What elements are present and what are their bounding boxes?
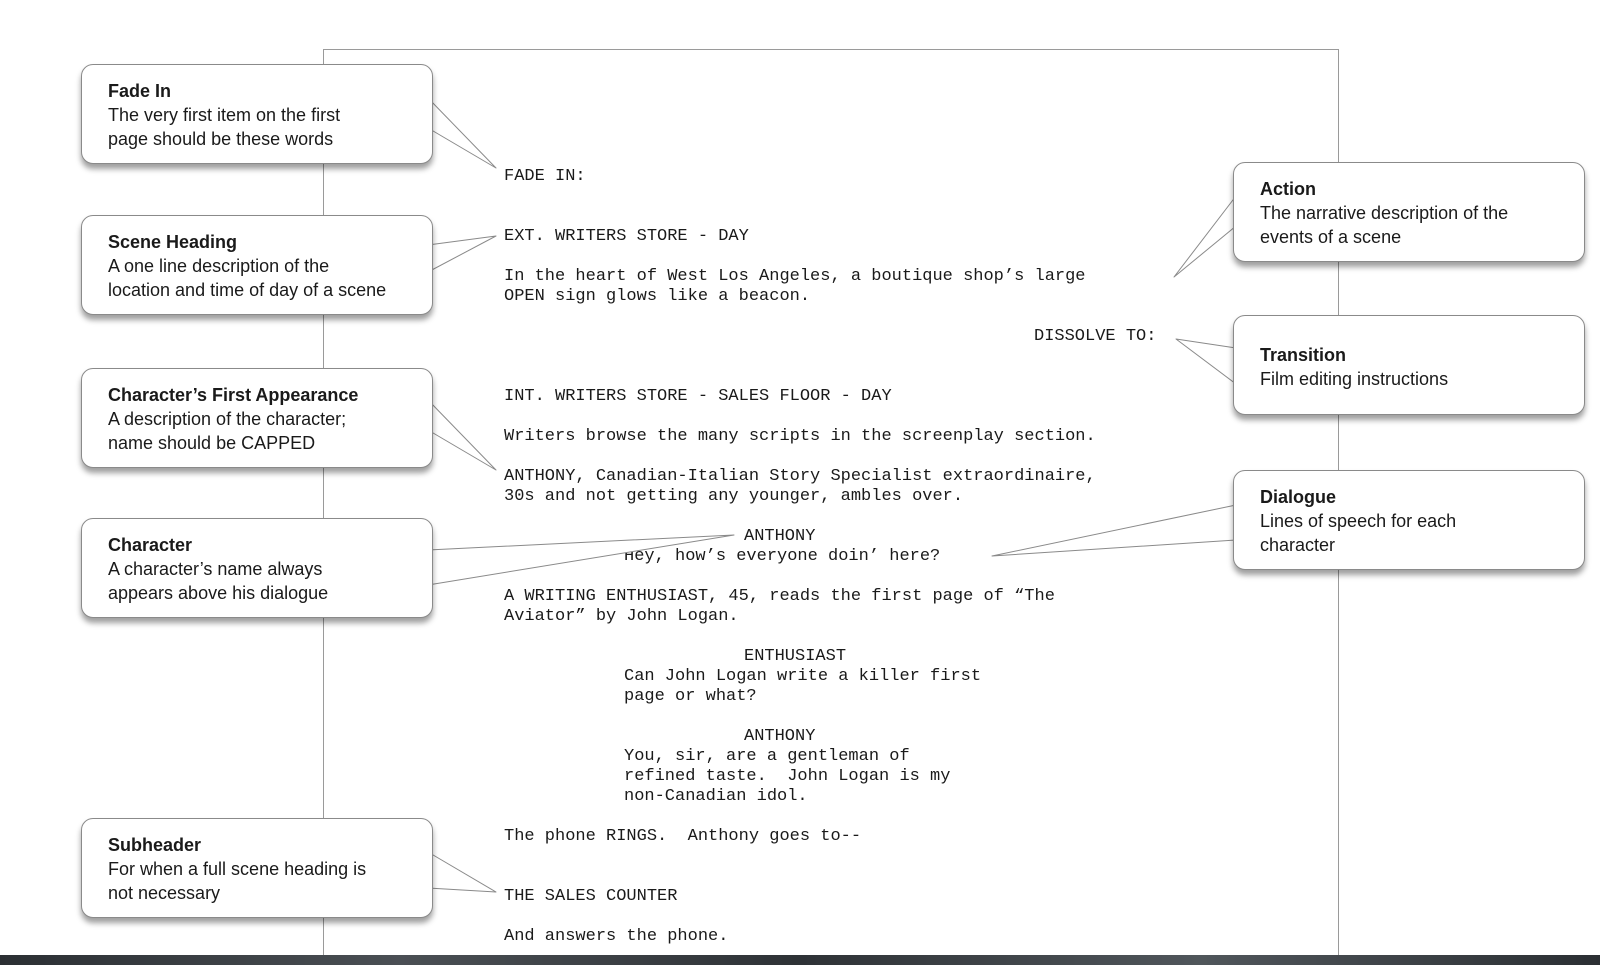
script-scene-heading: EXT. WRITERS STORE - DAY bbox=[504, 227, 749, 246]
script-dialogue-1: Hey, how’s everyone doin’ here? bbox=[624, 547, 941, 566]
callout-desc-line: The narrative description of the bbox=[1260, 203, 1509, 223]
script-action-line-4: A WRITING ENTHUSIAST, 45, reads the firs… bbox=[504, 587, 1055, 606]
callout-title: Transition bbox=[1260, 345, 1347, 365]
callout-desc-line: location and time of day of a scene bbox=[108, 280, 387, 300]
callout-desc-line: Film editing instructions bbox=[1260, 369, 1449, 389]
script-dialogue-3b: refined taste. John Logan is my bbox=[624, 767, 951, 786]
callout-title: Character’s First Appearance bbox=[108, 385, 359, 405]
background-edge bbox=[0, 955, 1600, 965]
script-fade-in: FADE IN: bbox=[504, 167, 586, 186]
script-action-line-2: OPEN sign glows like a beacon. bbox=[504, 287, 811, 306]
callout-desc-line: A character’s name always bbox=[108, 559, 323, 579]
callout-dialogue: Dialogue Lines of speech for each charac… bbox=[1233, 470, 1585, 570]
pointer-fade-in bbox=[427, 97, 497, 169]
screenplay-page bbox=[323, 49, 1339, 965]
callout-desc-line: A description of the character; bbox=[108, 409, 347, 429]
callout-subheader: Subheader For when a full scene heading … bbox=[81, 818, 433, 918]
pointer-subheader bbox=[427, 851, 497, 893]
callout-desc-line: not necessary bbox=[108, 883, 221, 903]
callout-character: Character A character’s name always appe… bbox=[81, 518, 433, 618]
script-scene-heading-2: INT. WRITERS STORE - SALES FLOOR - DAY bbox=[504, 387, 892, 406]
callout-action: Action The narrative description of the … bbox=[1233, 162, 1585, 262]
callout-title: Subheader bbox=[108, 835, 202, 855]
pointer-transition bbox=[1175, 338, 1237, 385]
script-action-line-6: The phone RINGS. Anthony goes to-- bbox=[504, 827, 862, 846]
callout-title: Character bbox=[108, 535, 193, 555]
callout-desc-line: name should be CAPPED bbox=[108, 433, 316, 453]
callout-desc-line: A one line description of the bbox=[108, 256, 330, 276]
callout-desc-line: events of a scene bbox=[1260, 227, 1402, 247]
callout-title: Fade In bbox=[108, 81, 172, 101]
script-dialogue-3a: You, sir, are a gentleman of bbox=[624, 747, 910, 766]
callout-title: Dialogue bbox=[1260, 487, 1337, 507]
callout-title: Scene Heading bbox=[108, 232, 238, 252]
script-first-appearance-line-2: 30s and not getting any younger, ambles … bbox=[504, 487, 964, 506]
pointer-character bbox=[427, 534, 735, 586]
script-first-appearance-line-1: ANTHONY, Canadian-Italian Story Speciali… bbox=[504, 467, 1096, 486]
callout-desc-line: For when a full scene heading is bbox=[108, 859, 367, 879]
script-action-line-1: In the heart of West Los Angeles, a bout… bbox=[504, 267, 1086, 286]
callout-desc-line: Lines of speech for each bbox=[1260, 511, 1457, 531]
callout-first-appearance: Character’s First Appearance A descripti… bbox=[81, 368, 433, 468]
script-character-enthusiast: ENTHUSIAST bbox=[744, 647, 847, 666]
script-action-line-7: And answers the phone. bbox=[504, 927, 729, 946]
script-transition: DISSOLVE TO: bbox=[1034, 327, 1157, 346]
script-action-line-5: Aviator” by John Logan. bbox=[504, 607, 739, 626]
pointer-dialogue bbox=[991, 504, 1237, 557]
pointer-first-appearance bbox=[427, 399, 497, 471]
callout-transition: Transition Film editing instructions bbox=[1233, 315, 1585, 415]
callout-desc-line: The very first item on the first bbox=[108, 105, 341, 125]
callout-desc-line: appears above his dialogue bbox=[108, 583, 329, 603]
pointer-action bbox=[1173, 195, 1237, 278]
script-character-anthony: ANTHONY bbox=[744, 527, 816, 546]
script-character-anthony-2: ANTHONY bbox=[744, 727, 816, 746]
script-dialogue-2a: Can John Logan write a killer first bbox=[624, 667, 982, 686]
callout-desc-line: page should be these words bbox=[108, 129, 334, 149]
callout-title: Action bbox=[1260, 179, 1316, 199]
pointer-scene-heading bbox=[427, 235, 497, 273]
callout-desc-line: character bbox=[1260, 535, 1336, 555]
callout-scene-heading: Scene Heading A one line description of … bbox=[81, 215, 433, 315]
callout-fade-in: Fade In The very first item on the first… bbox=[81, 64, 433, 164]
script-action-line-3: Writers browse the many scripts in the s… bbox=[504, 427, 1096, 446]
script-dialogue-2b: page or what? bbox=[624, 687, 757, 706]
script-subheader: THE SALES COUNTER bbox=[504, 887, 678, 906]
script-dialogue-3c: non-Canadian idol. bbox=[624, 787, 808, 806]
